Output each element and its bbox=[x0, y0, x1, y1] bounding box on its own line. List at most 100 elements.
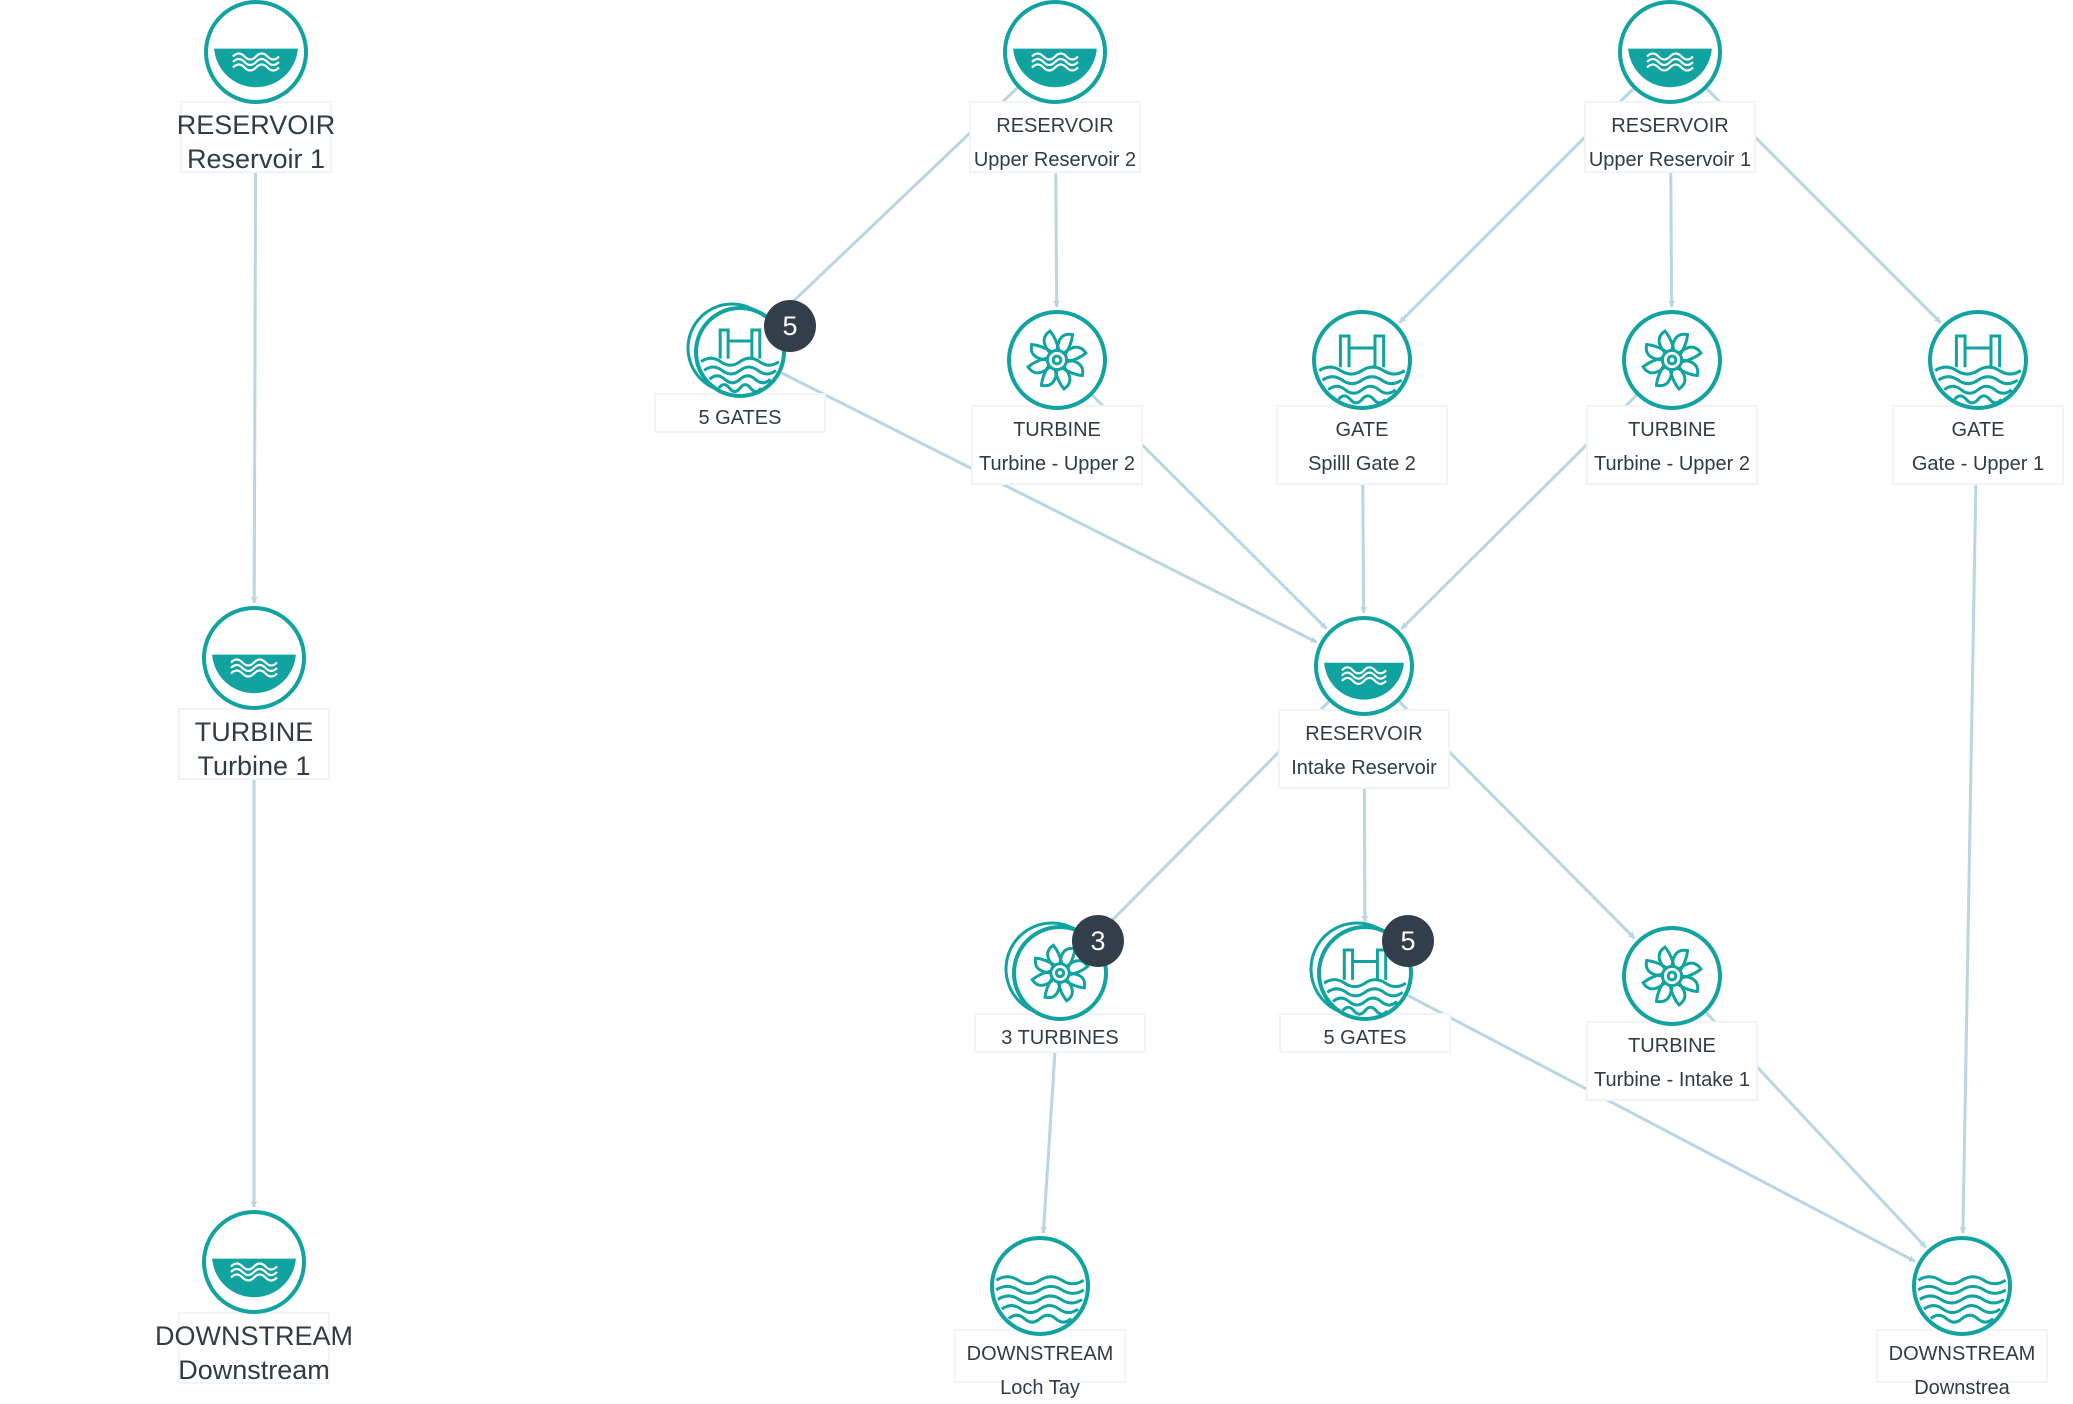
node-type-label: DOWNSTREAM bbox=[1889, 1343, 2036, 1365]
downstream-icon[interactable] bbox=[990, 1236, 1090, 1336]
node-name-label: Intake Reservoir bbox=[1291, 757, 1437, 779]
node-name-label: Turbine 1 bbox=[197, 751, 310, 781]
wave-line bbox=[1031, 57, 1079, 67]
turbine-icon[interactable] bbox=[1622, 310, 1722, 410]
node-type-label: 5 GATES bbox=[1324, 1027, 1407, 1049]
nodes-layer: 5 3 5 bbox=[202, 0, 2028, 1336]
turbine-axle bbox=[1666, 970, 1678, 982]
wave-line bbox=[1341, 1005, 1389, 1016]
node-type-label: TURBINE bbox=[1628, 419, 1716, 441]
reservoir-icon[interactable] bbox=[204, 0, 308, 104]
wave-line bbox=[1646, 57, 1694, 67]
wave-line bbox=[232, 57, 280, 67]
count-badge: 3 bbox=[1072, 915, 1124, 967]
wave-line bbox=[230, 1273, 278, 1282]
label-box bbox=[1278, 709, 1450, 789]
reservoir-icon[interactable] bbox=[1003, 0, 1107, 104]
gate-icon[interactable] bbox=[1312, 310, 1412, 410]
label-box bbox=[654, 393, 826, 433]
node-label-downstream-loch-tay: DOWNSTREAM Loch Tay bbox=[954, 1329, 1126, 1399]
badge-count: 5 bbox=[782, 311, 797, 341]
gate-frame bbox=[1338, 334, 1386, 368]
node-ring bbox=[1007, 310, 1107, 410]
turbine-blade bbox=[1677, 961, 1703, 980]
node-name-label: Reservoir 1 bbox=[187, 144, 325, 174]
wave-line bbox=[230, 1262, 278, 1271]
label-box bbox=[954, 1329, 1126, 1383]
wave-line bbox=[1341, 676, 1387, 685]
node-type-label: DOWNSTREAM bbox=[967, 1343, 1114, 1365]
gate-icon[interactable] bbox=[1928, 310, 2028, 410]
label-box bbox=[1586, 405, 1758, 485]
turbine-hub bbox=[1660, 348, 1684, 372]
count-badge: 5 bbox=[764, 300, 816, 352]
downstream-icon[interactable] bbox=[1912, 1236, 2012, 1336]
node-name-label: Gate - Upper 1 bbox=[1912, 453, 2044, 475]
wave-line bbox=[1031, 52, 1079, 61]
reservoir-icon[interactable] bbox=[202, 606, 306, 710]
node-label-turbine-intake-1: TURBINE Turbine - Intake 1 bbox=[1586, 1021, 1758, 1101]
node-type-label: GATE bbox=[1952, 419, 2005, 441]
wave-line bbox=[1321, 375, 1403, 386]
node-label-turbine-upper-2b: TURBINE Turbine - Upper 2 bbox=[1586, 405, 1758, 485]
wave-line bbox=[1934, 365, 2022, 376]
node-name-label: Turbine - Intake 1 bbox=[1594, 1069, 1750, 1091]
turbine-hub bbox=[1660, 964, 1684, 988]
reservoir-icon[interactable] bbox=[1618, 0, 1722, 104]
wave-line bbox=[230, 658, 278, 667]
node-type-label: RESERVOIR bbox=[1611, 115, 1728, 137]
label-box bbox=[1586, 1021, 1758, 1101]
edge-gates-group-upper-to-intake-reservoir bbox=[780, 371, 1318, 644]
node-label-upper-reservoir-1: RESERVOIR Upper Reservoir 1 bbox=[1584, 101, 1756, 173]
turbine-blade bbox=[1677, 345, 1703, 364]
reservoir-icon[interactable] bbox=[202, 1210, 306, 1314]
turbine-hub bbox=[1045, 348, 1069, 372]
edge-reservoir-1-to-turbine-1 bbox=[250, 103, 258, 604]
node-name-label: Turbine - Upper 2 bbox=[1594, 453, 1750, 475]
label-box bbox=[1892, 405, 2064, 485]
wave-line bbox=[1318, 365, 1406, 376]
node-name-label: Upper Reservoir 1 bbox=[1589, 149, 1751, 171]
badge-circle bbox=[764, 300, 816, 352]
turbine-icon[interactable] bbox=[1007, 310, 1107, 410]
edge-turbines-group-to-downstream-loch-tay bbox=[1040, 1020, 1059, 1234]
wave-line bbox=[1327, 384, 1397, 395]
node-label-gate-upper-1: GATE Gate - Upper 1 bbox=[1892, 405, 2064, 485]
gate-group-icon[interactable] bbox=[1309, 921, 1413, 1021]
wave-line bbox=[230, 663, 278, 673]
wave-line bbox=[1923, 1304, 2001, 1315]
node-type-label: TURBINE bbox=[1628, 1035, 1716, 1057]
label-box bbox=[971, 405, 1143, 485]
wave-line bbox=[1646, 52, 1694, 61]
edge-gates-group-lower-to-downstream-right bbox=[1406, 993, 1916, 1263]
wave-line bbox=[1929, 1313, 1995, 1324]
node-type-label: DOWNSTREAM bbox=[155, 1321, 353, 1351]
reservoir-icon[interactable] bbox=[1314, 616, 1414, 716]
node-ring bbox=[1312, 310, 1412, 410]
wave-line bbox=[1323, 978, 1407, 989]
wave-line bbox=[700, 356, 780, 367]
wave-line bbox=[1646, 63, 1694, 72]
wave-line bbox=[1337, 394, 1387, 405]
wave-line bbox=[1943, 384, 2013, 395]
turbine-icon[interactable] bbox=[1622, 926, 1722, 1026]
gate-group-icon[interactable] bbox=[686, 302, 786, 398]
turbine-axle bbox=[1666, 354, 1678, 366]
label-box bbox=[1876, 1329, 2048, 1383]
node-type-label: RESERVOIR bbox=[996, 115, 1113, 137]
node-name-label: Spilll Gate 2 bbox=[1308, 453, 1416, 475]
wave-line bbox=[230, 669, 278, 678]
wave-line bbox=[1341, 671, 1387, 680]
badge-count: 5 bbox=[1400, 926, 1415, 956]
wave-line bbox=[703, 365, 777, 376]
node-ring bbox=[990, 1236, 1090, 1336]
wave-line bbox=[997, 1294, 1083, 1305]
turbine-axle bbox=[1051, 354, 1063, 366]
node-name-label: Loch Tay bbox=[1000, 1377, 1080, 1399]
